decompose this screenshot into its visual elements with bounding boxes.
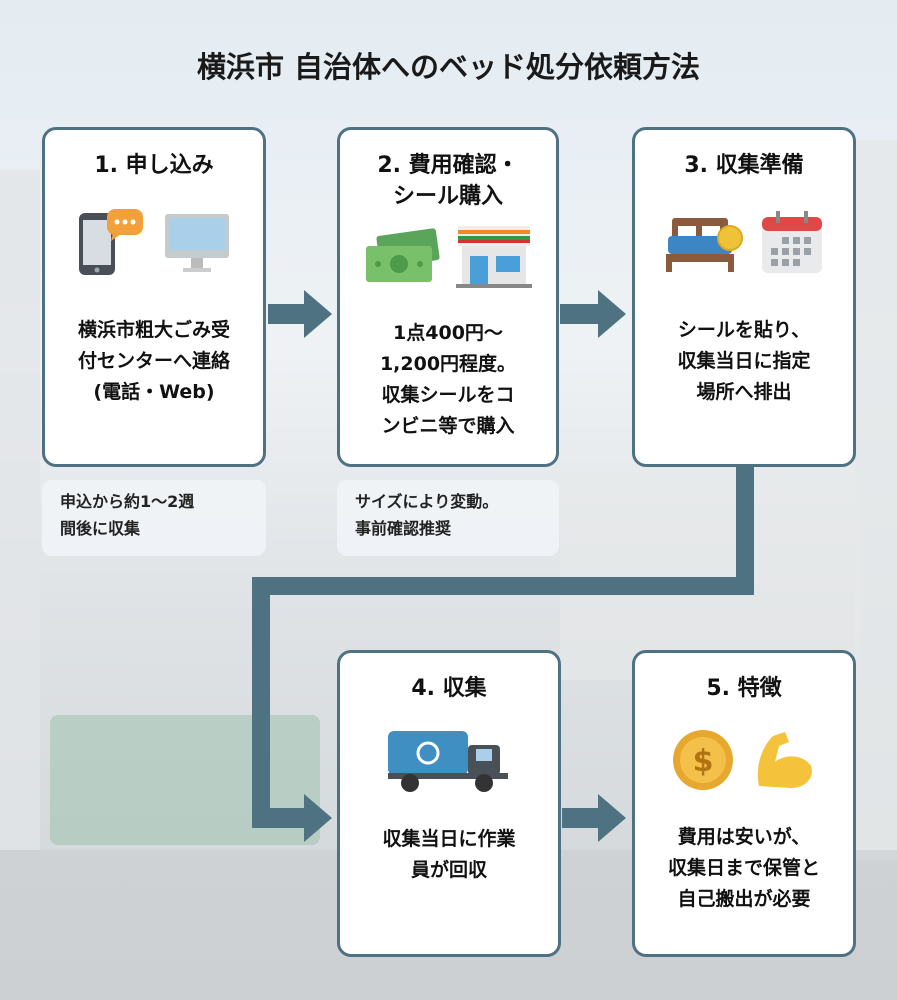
step-note-2: サイズにより変動。 事前確認推奨: [337, 480, 559, 556]
step-body-line: 収集当日に作業: [382, 828, 516, 850]
desktop-monitor-icon: [165, 214, 229, 272]
arrow-2-to-3: [560, 290, 626, 338]
step-card-5: 5. 特徴 $ 費用は安いが、 収集日まで保管と 自己搬出が必要: [632, 650, 856, 957]
step-card-3: 3. 収集準備 シールを貼り、 収集当日に指定 場所へ排出: [632, 127, 856, 467]
step-card-1: 1. 申し込み 横浜市粗大ごみ受 付センターへ連絡 (電話・Web): [42, 127, 266, 467]
note-line: 間後に収集: [60, 519, 141, 538]
svg-text:$: $: [693, 744, 714, 779]
arrow-1-to-2: [268, 290, 332, 338]
step-body-line: (電話・Web): [93, 381, 215, 403]
step-body-line: 収集日まで保管と: [667, 857, 820, 879]
smartphone-chat-icon: [79, 209, 143, 275]
step-title: 4. 収集: [411, 676, 487, 701]
background-building-right: [855, 140, 897, 860]
step-body-line: 1,200円程度。: [379, 353, 517, 375]
flexed-arm-icon: [757, 732, 812, 788]
step-title: 2. 費用確認・シール購入: [340, 150, 556, 212]
connector-3-to-4: [252, 465, 754, 842]
step-body-line: 員が回収: [410, 859, 487, 881]
step-body-line: 収集シールをコ: [381, 384, 515, 406]
step-card-2: 2. 費用確認・シール購入 1点400円～ 1,200円程度。 収集シールをコ …: [337, 127, 559, 467]
step-body-line: 費用は安いが、: [677, 826, 811, 848]
step-body-line: 自己搬出が必要: [677, 888, 811, 910]
step-body-line: ンビニ等で購入: [381, 415, 515, 437]
step-body-line: シールを貼り、: [677, 319, 811, 341]
convenience-store-icon: [456, 226, 532, 288]
step-body-line: 1点400円～: [393, 322, 503, 344]
note-line: 事前確認推奨: [355, 519, 452, 538]
step-body-line: 収集当日に指定: [677, 350, 811, 372]
page-title: 横浜市 自治体へのベッド処分依頼方法: [196, 50, 701, 84]
note-line: サイズにより変動。: [355, 492, 499, 511]
background-houses: [560, 470, 860, 680]
step-note-1: 申込から約1～2週 間後に収集: [42, 480, 266, 556]
step-card-4: 4. 収集 収集当日に作業 員が回収: [337, 650, 561, 957]
step-body-line: 横浜市粗大ごみ受: [77, 319, 230, 341]
step-title: 3. 収集準備: [684, 153, 804, 178]
garbage-truck-icon: [388, 731, 508, 792]
calendar-icon: [762, 211, 822, 273]
cash-icon: [366, 228, 440, 282]
arrow-4-to-5: [562, 794, 626, 842]
coin-icon: $: [673, 730, 733, 790]
step-body-line: 場所へ排出: [696, 381, 792, 403]
step-title-line: シール購入: [392, 184, 503, 209]
step-title-line: 2. 費用確認・: [377, 153, 519, 178]
note-line: 申込から約1～2週: [60, 492, 195, 511]
bed-with-sticker-icon: [666, 218, 743, 272]
background-building-left: [0, 170, 40, 850]
step-title: 5. 特徴: [706, 676, 782, 701]
step-body-line: 付センターへ連絡: [77, 350, 230, 372]
step-title: 1. 申し込み: [94, 153, 214, 178]
